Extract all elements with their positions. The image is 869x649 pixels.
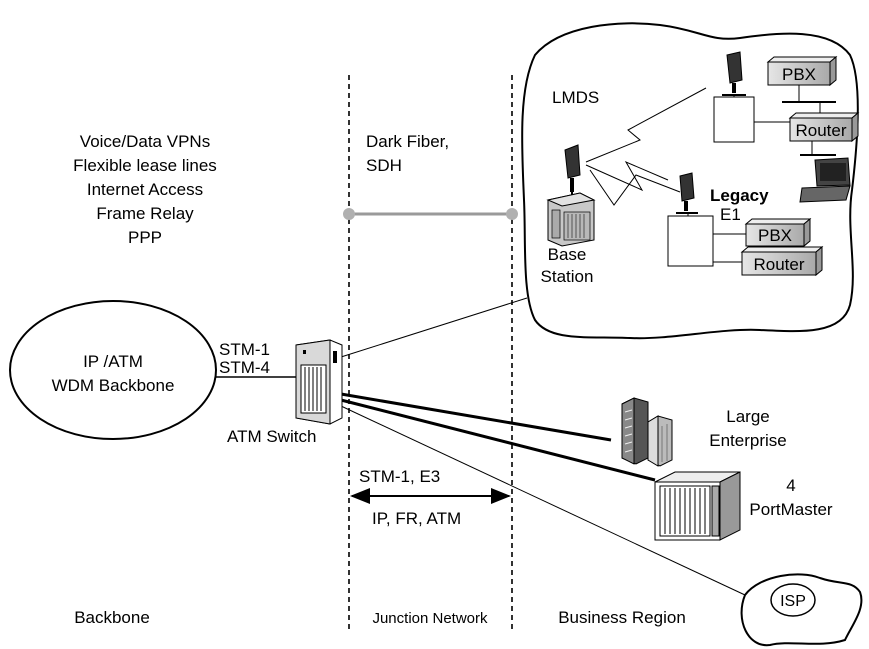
dark-fiber-label-line1: Dark Fiber, bbox=[366, 132, 449, 151]
backbone-label-line2: WDM Backbone bbox=[52, 376, 175, 395]
backbone-link-stm4: STM-4 bbox=[219, 358, 270, 377]
router-top-icon bbox=[788, 111, 860, 143]
pbx-bottom-label: PBX bbox=[758, 226, 792, 245]
service-lease-lines: Flexible lease lines bbox=[73, 156, 217, 175]
service-internet-access: Internet Access bbox=[87, 180, 203, 199]
router-bottom-label: Router bbox=[753, 255, 804, 274]
isp-inner-ellipse bbox=[770, 583, 816, 617]
wireless-link-low bbox=[589, 169, 681, 206]
wireless-link-mid bbox=[585, 160, 669, 192]
lmds-label: LMDS bbox=[552, 88, 599, 107]
antenna-mid-icon bbox=[676, 172, 698, 214]
wireless-link-top bbox=[585, 87, 707, 163]
pbx-top-icon bbox=[766, 55, 838, 87]
junction-link-label-line1: STM-1, E3 bbox=[359, 467, 440, 486]
dark-fiber-label-line2: SDH bbox=[366, 156, 402, 175]
portmaster-icon bbox=[654, 471, 741, 541]
backbone-label-line1: IP /ATM bbox=[83, 352, 143, 371]
legacy-label: Legacy bbox=[710, 186, 769, 205]
router-top-label: Router bbox=[795, 121, 846, 140]
cpe-box-bottom bbox=[667, 215, 714, 267]
junction-link-label-line2: IP, FR, ATM bbox=[372, 509, 461, 528]
switch-to-portmaster-link bbox=[340, 398, 656, 482]
switch-to-lmds-link bbox=[340, 297, 528, 358]
isp-label: ISP bbox=[780, 593, 806, 610]
backbone-link-stm1: STM-1 bbox=[219, 340, 270, 359]
cpe-box-top bbox=[713, 96, 755, 143]
dark-fiber-end-left bbox=[343, 208, 355, 220]
switch-to-isp-link bbox=[340, 405, 746, 596]
router-bottom-icon bbox=[740, 245, 824, 277]
region-business-label: Business Region bbox=[558, 608, 686, 627]
large-enterprise-label-line2: Enterprise bbox=[709, 431, 786, 450]
base-station-cabinet-icon bbox=[546, 192, 596, 247]
portmaster-label-line2: PortMaster bbox=[749, 500, 832, 519]
portmaster-label-line1: 4 bbox=[786, 476, 795, 495]
pbx-bottom-icon bbox=[744, 217, 812, 248]
e1-label: E1 bbox=[720, 205, 741, 224]
region-junction-label: Junction Network bbox=[372, 610, 488, 627]
service-voice-data: Voice/Data VPNs bbox=[80, 132, 210, 151]
pbx-top-label: PBX bbox=[782, 65, 816, 84]
large-enterprise-label-line1: Large bbox=[726, 407, 769, 426]
service-ppp: PPP bbox=[128, 228, 162, 247]
base-station-label-line2: Station bbox=[541, 267, 594, 286]
backbone-ellipse bbox=[9, 300, 217, 440]
laptop-icon bbox=[799, 157, 851, 203]
antenna-top-icon bbox=[722, 51, 746, 96]
enterprise-building-icon bbox=[621, 397, 673, 467]
atm-switch-label: ATM Switch bbox=[227, 427, 316, 446]
dark-fiber-end-right bbox=[506, 208, 518, 220]
base-station-label-line1: Base bbox=[548, 245, 587, 264]
atm-switch-icon bbox=[295, 339, 343, 425]
region-backbone-label: Backbone bbox=[74, 608, 150, 627]
switch-to-enterprise-link bbox=[340, 392, 612, 442]
service-frame-relay: Frame Relay bbox=[96, 204, 194, 223]
